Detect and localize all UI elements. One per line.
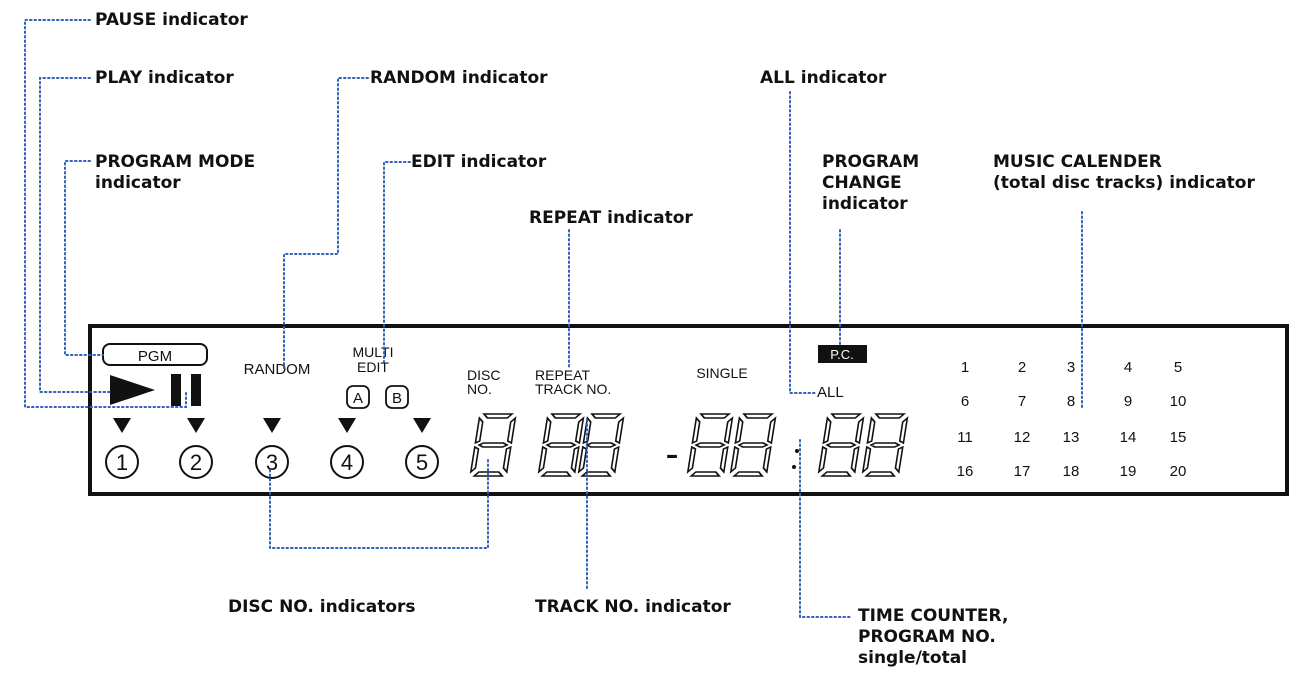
time-minus-sign: -	[665, 432, 678, 476]
disc-number-label: 3	[266, 450, 278, 475]
disc-number-circle	[405, 445, 439, 479]
disc-number-row: 1 2 3 4 5	[105, 418, 439, 479]
disc-no-label: NO.	[467, 381, 492, 397]
edit-b-label: B	[392, 390, 402, 407]
calendar-track-number: 6	[961, 393, 969, 410]
segment-digit-track-2	[577, 413, 625, 477]
disc-number-circle	[105, 445, 139, 479]
callout-disc-no: DISC NO. indicators	[228, 597, 416, 617]
multi-label: MULTI	[353, 344, 394, 360]
callout-random: RANDOM indicator	[370, 68, 548, 88]
calendar-track-number: 1	[961, 359, 969, 376]
edit-b-box	[385, 385, 409, 409]
disc-pointer-icon	[338, 418, 356, 433]
callout-repeat: REPEAT indicator	[529, 208, 693, 228]
pc-label: P.C.	[830, 347, 854, 362]
leader-lines	[24, 19, 1083, 618]
callout-track-no: TRACK NO. indicator	[535, 597, 731, 617]
disc-label: DISC	[467, 367, 500, 383]
calendar-track-number: 10	[1170, 393, 1187, 410]
random-label: RANDOM	[244, 361, 311, 378]
pgm-label: PGM	[138, 348, 172, 365]
disc-pointer-icon	[263, 418, 281, 433]
edit-a-box	[346, 385, 370, 409]
single-label: SINGLE	[696, 365, 747, 381]
track-no-label: TRACK NO.	[535, 381, 611, 397]
disc-pointer-icon	[113, 418, 131, 433]
segment-digit-track-1	[537, 413, 585, 477]
disc-number-label: 2	[190, 450, 202, 475]
play-icon	[110, 375, 155, 405]
leader-program-mode	[64, 160, 104, 356]
segment-digit-time-1	[686, 413, 734, 477]
calendar-track-number: 14	[1120, 429, 1137, 446]
calendar-track-number: 8	[1067, 393, 1075, 410]
leader-disc-no	[269, 457, 489, 549]
calendar-track-number: 4	[1124, 359, 1132, 376]
callout-edit: EDIT indicator	[411, 152, 547, 172]
calendar-track-number: 13	[1063, 429, 1080, 446]
leader-play	[39, 77, 111, 393]
calendar-track-number: 12	[1014, 429, 1031, 446]
all-label: ALL	[817, 384, 844, 401]
colon-dot-bottom	[792, 465, 796, 469]
calendar-track-number: 5	[1174, 359, 1182, 376]
colon-dot-top	[795, 449, 799, 453]
disc-number-circle	[330, 445, 364, 479]
disc-number-label: 1	[116, 450, 128, 475]
edit-label: EDIT	[357, 359, 389, 375]
calendar-track-number: 11	[957, 429, 973, 446]
disc-pointer-icon	[187, 418, 205, 433]
leader-random	[283, 77, 369, 369]
leader-all	[789, 91, 817, 394]
edit-a-label: A	[353, 390, 363, 407]
segment-digit-disc	[469, 413, 517, 477]
leader-pause	[24, 19, 187, 408]
disc-pointer-icon	[413, 418, 431, 433]
segment-digit-time-3	[817, 413, 865, 477]
disc-number-circle	[179, 445, 213, 479]
callout-program-change: PROGRAM CHANGE indicator	[822, 152, 920, 214]
calendar-track-number: 20	[1170, 463, 1187, 480]
calendar-track-number: 15	[1170, 429, 1187, 446]
callout-program-mode: PROGRAM MODE indicator	[95, 152, 256, 193]
segment-digit-time-4	[861, 413, 909, 477]
calendar-track-number: 2	[1018, 359, 1026, 376]
callout-all: ALL indicator	[760, 68, 887, 88]
disc-number-circle	[255, 445, 289, 479]
pc-badge	[818, 345, 867, 363]
calendar-track-number: 3	[1067, 359, 1075, 376]
calendar-track-number: 18	[1063, 463, 1080, 480]
disc-number-label: 5	[416, 450, 428, 475]
callout-music-calendar: MUSIC CALENDER (total disc tracks) indic…	[993, 152, 1255, 193]
repeat-label: REPEAT	[535, 367, 590, 383]
segment-digit-time-2	[729, 413, 777, 477]
calendar-track-number: 17	[1014, 463, 1031, 480]
calendar-track-number: 9	[1124, 393, 1132, 410]
disc-number-label: 4	[341, 450, 353, 475]
seven-segment-display	[469, 413, 909, 477]
leader-time-counter	[799, 439, 853, 618]
calendar-track-number: 19	[1120, 463, 1137, 480]
display-panel-frame	[88, 324, 1289, 496]
calendar-track-number: 7	[1018, 393, 1026, 410]
calendar-track-number: 16	[957, 463, 974, 480]
pause-bar-right	[191, 374, 201, 406]
callout-time-counter: TIME COUNTER, PROGRAM NO. single/total	[858, 606, 1009, 668]
callout-play: PLAY indicator	[95, 68, 234, 88]
callout-pause: PAUSE indicator	[95, 10, 248, 30]
leader-edit	[383, 161, 411, 363]
pause-bar-left	[171, 374, 181, 406]
